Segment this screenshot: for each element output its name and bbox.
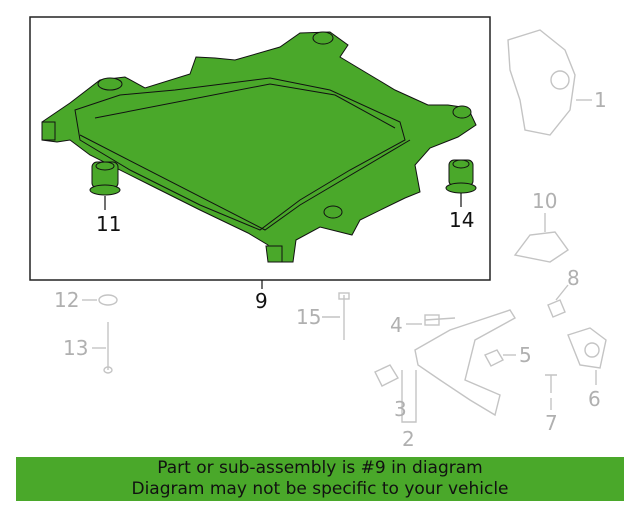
bushing-part-3 — [374, 364, 399, 387]
leader-lines-black — [104, 193, 462, 289]
nut-part-5 — [484, 349, 504, 367]
info-banner: Part or sub-assembly is #9 in diagram Di… — [16, 457, 624, 501]
bolt-part-7 — [545, 374, 557, 393]
callout-12[interactable]: 12 — [54, 288, 79, 312]
washer-part-12 — [98, 294, 118, 306]
bushing-part-11[interactable] — [89, 161, 121, 196]
bushing-part-14[interactable] — [445, 159, 477, 194]
callout-11[interactable]: 11 — [96, 212, 121, 236]
callout-14[interactable]: 14 — [449, 208, 474, 232]
nut-part-8 — [547, 299, 566, 318]
callout-4[interactable]: 4 — [390, 313, 403, 337]
callout-3[interactable]: 3 — [394, 397, 407, 421]
highlight-box — [29, 16, 491, 281]
bolt-part-4 — [424, 317, 456, 321]
callout-6[interactable]: 6 — [588, 387, 601, 411]
callout-2[interactable]: 2 — [402, 427, 415, 451]
callout-9[interactable]: 9 — [255, 289, 268, 313]
callout-5[interactable]: 5 — [519, 343, 532, 367]
bushing-part-6 — [567, 327, 607, 369]
callout-15[interactable]: 15 — [296, 305, 321, 329]
callout-10[interactable]: 10 — [532, 189, 557, 213]
steering-knuckle-part-1 — [507, 29, 576, 136]
lower-control-arm-part-2 — [414, 309, 516, 417]
banner-line-2: Diagram may not be specific to your vehi… — [131, 479, 509, 499]
callout-13[interactable]: 13 — [63, 336, 88, 360]
banner-line-1: Part or sub-assembly is #9 in diagram — [157, 458, 483, 478]
callout-1[interactable]: 1 — [594, 88, 607, 112]
crossmember-part-9[interactable] — [41, 31, 477, 263]
callout-7[interactable]: 7 — [545, 411, 558, 435]
bracket-part-10 — [513, 231, 569, 263]
other-parts — [82, 29, 607, 423]
callout-8[interactable]: 8 — [567, 266, 580, 290]
